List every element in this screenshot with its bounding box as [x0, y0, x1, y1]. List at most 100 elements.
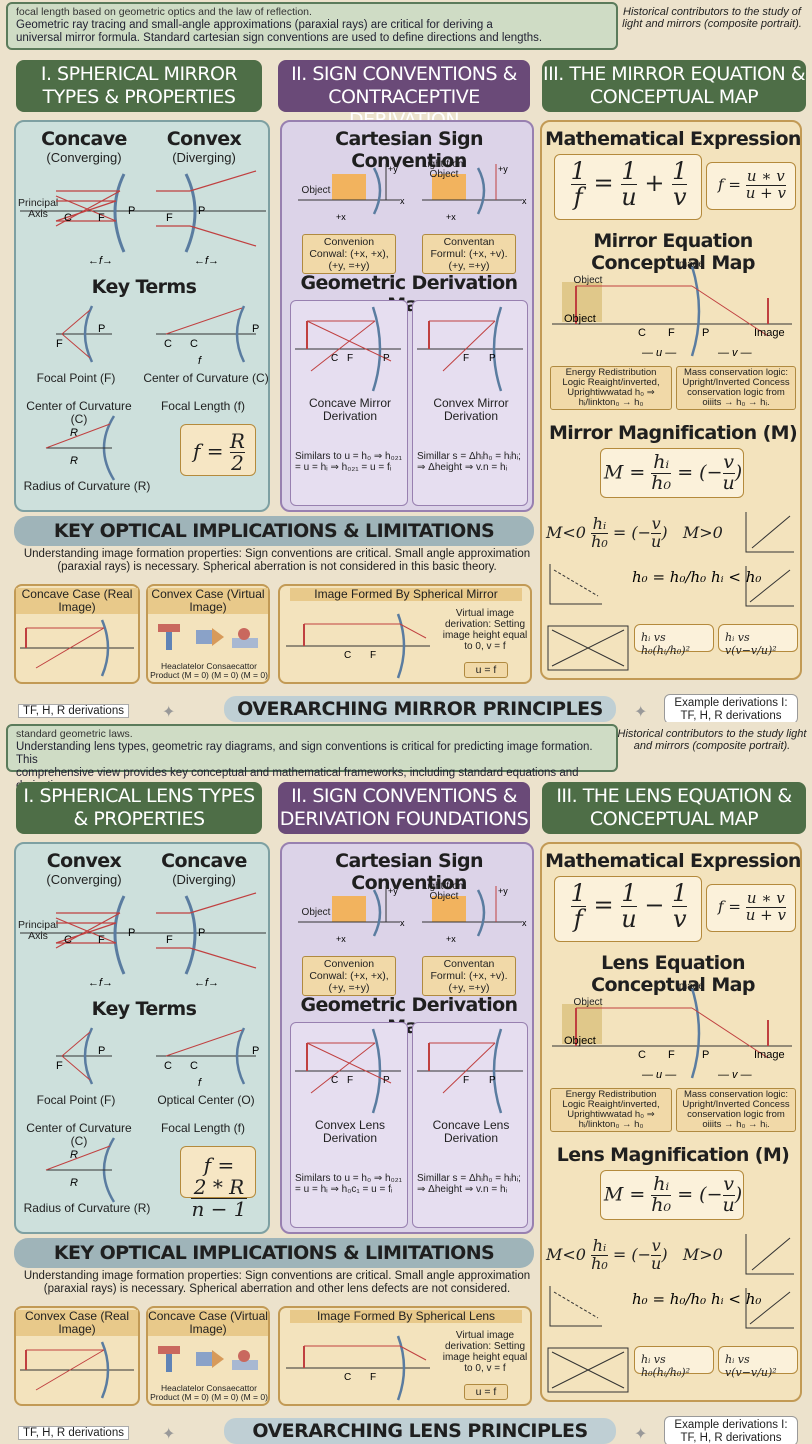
- case-1-diagram: [20, 1341, 134, 1399]
- svg-text:+y: +y: [388, 164, 398, 174]
- tf-derivations-label[interactable]: TF, H, R derivations: [18, 1426, 129, 1440]
- radius-label: Radius of Curvature (R): [23, 479, 151, 493]
- case-real-image: Convex Case (Real Image): [14, 1306, 140, 1406]
- example-derivations-box[interactable]: Example derivations I: TF, H, R derivati…: [664, 694, 798, 722]
- intro-line-0: standard geometric laws.: [16, 728, 133, 740]
- case-3-box: u = f: [464, 1384, 508, 1400]
- case-3-title: Image Formed By Spherical Lens: [290, 1310, 522, 1323]
- svg-text:P: P: [252, 323, 259, 335]
- svg-text:C: C: [638, 1049, 646, 1061]
- svg-text:— u —: — u —: [641, 347, 677, 359]
- intro-box: focal length based on geometric optics a…: [6, 2, 618, 50]
- radius-diagram: RR: [45, 1137, 116, 1203]
- svg-text:P: P: [98, 1045, 105, 1057]
- focal-formula-num: R: [229, 429, 245, 453]
- svg-text:Object: Object: [564, 1035, 596, 1047]
- mass-logic-box: Mass conservation logic: Upright/Inverte…: [676, 366, 796, 410]
- svg-text:P: P: [252, 1045, 259, 1057]
- svg-text:P: P: [198, 927, 205, 939]
- sign-convention-title: Cartesian Sign Convention: [335, 128, 483, 172]
- principal-axis-label: Principal Axis: [18, 197, 59, 220]
- svg-text:C: C: [164, 1060, 172, 1072]
- svg-text:F: F: [668, 327, 675, 339]
- conceptual-map-title: Lens Equation Conceptual Map: [591, 952, 755, 996]
- left-type-sub: (Converging): [46, 150, 122, 165]
- focal-formula-den: 2: [231, 451, 244, 475]
- svg-text:x: x: [400, 196, 405, 206]
- focal-length-label: Focal Length (f): [160, 399, 246, 413]
- svg-text:R: R: [70, 427, 78, 439]
- svg-text:F: F: [463, 1075, 469, 1086]
- case-3-box: u = f: [464, 662, 508, 678]
- center-curvature-label-right: Center of Curvature (C): [143, 371, 269, 385]
- key-terms-title: Key Terms: [91, 998, 197, 1020]
- right-type-sub: (Diverging): [172, 872, 236, 887]
- svg-text:C: C: [638, 327, 646, 339]
- svg-text:F: F: [347, 353, 353, 364]
- case-3-title: Image Formed By Spherical Mirror: [290, 588, 522, 601]
- magnification-graphs: h₀ = h₀/h₀ hᵢ < h₀: [547, 512, 794, 671]
- svg-text:C: C: [164, 338, 172, 350]
- magnification-graphs: h₀ = h₀/h₀ hᵢ < h₀: [547, 1234, 794, 1393]
- derivation-title-left: Concave Mirror Derivation: [308, 396, 392, 423]
- equation-operator: +: [644, 169, 665, 198]
- case-1-diagram: [20, 619, 134, 677]
- banner-types: I. SPHERICAL LENS TYPES & PROPERTIES: [16, 782, 262, 834]
- svg-text:C: C: [64, 934, 72, 946]
- svg-text:+x: +x: [446, 934, 456, 944]
- svg-text:C: C: [331, 353, 338, 364]
- svg-text:h₀ = h₀/h₀ hᵢ < h₀: h₀ = h₀/h₀ hᵢ < h₀: [632, 1290, 761, 1308]
- case-virtual-image: Concave Case (Virtual Image) Heaclatelor…: [146, 1306, 270, 1406]
- radius-diagram: RR: [45, 415, 116, 481]
- svg-text:F: F: [56, 1060, 63, 1072]
- svg-text:h₀ = h₀/h₀ hᵢ < h₀: h₀ = h₀/h₀ hᵢ < h₀: [632, 568, 761, 586]
- case-2-title: Concave Case (Virtual Image): [148, 1309, 268, 1336]
- implications-ribbon: KEY OPTICAL IMPLICATIONS & LIMITATIONS: [14, 1238, 534, 1268]
- map-object-label: Object: [573, 997, 603, 1008]
- magnification-title: Mirror Magnification (M): [548, 422, 798, 444]
- svg-text:F: F: [463, 353, 469, 364]
- svg-text:C: C: [190, 338, 198, 350]
- lens-section: standard geometric laws. Understanding l…: [0, 722, 812, 1444]
- derivation-title-right: Convex Mirror Derivation: [433, 396, 509, 423]
- equation-operator: −: [644, 891, 665, 920]
- banner-equation: III. THE MIRROR EQUATION & CONCEPTUAL MA…: [542, 60, 806, 112]
- center-curvature-label-left: Center of Curvature (C): [26, 1121, 132, 1148]
- svg-text:C: C: [64, 212, 72, 224]
- svg-text:P: P: [702, 1049, 709, 1061]
- intro-line-2: universal mirror formula. Standard carte…: [16, 32, 543, 44]
- right-type-sub: (Diverging): [172, 150, 236, 165]
- sparkle-icon: ✦: [162, 1426, 176, 1443]
- svg-text:+x: +x: [336, 212, 346, 222]
- left-type-title: Convex: [46, 850, 122, 872]
- left-type-title: Concave: [41, 128, 127, 150]
- tf-derivations-label[interactable]: TF, H, R derivations: [18, 704, 129, 718]
- example-derivations-box[interactable]: Example derivations I: TF, H, R derivati…: [664, 1416, 798, 1444]
- sparkle-icon: ✦: [634, 1426, 648, 1443]
- mass-logic-box: Mass conservation logic: Upright/Inverte…: [676, 1088, 796, 1132]
- svg-text:←f→: ←f→: [88, 255, 113, 267]
- map-image-label: Image: [676, 981, 704, 992]
- center-curvature-label-left: Center of Curvature (C): [26, 399, 132, 426]
- implications-text: Understanding image formation properties…: [23, 548, 531, 573]
- svg-text:←f→: ←f→: [194, 255, 219, 267]
- principles-ribbon: OVERARCHING LENS PRINCIPLES: [224, 1418, 616, 1444]
- svg-text:+x: +x: [336, 934, 346, 944]
- intro-line-1: Understanding lens types, geometric ray …: [16, 741, 593, 766]
- radius-label: Radius of Curvature (R): [23, 1201, 151, 1215]
